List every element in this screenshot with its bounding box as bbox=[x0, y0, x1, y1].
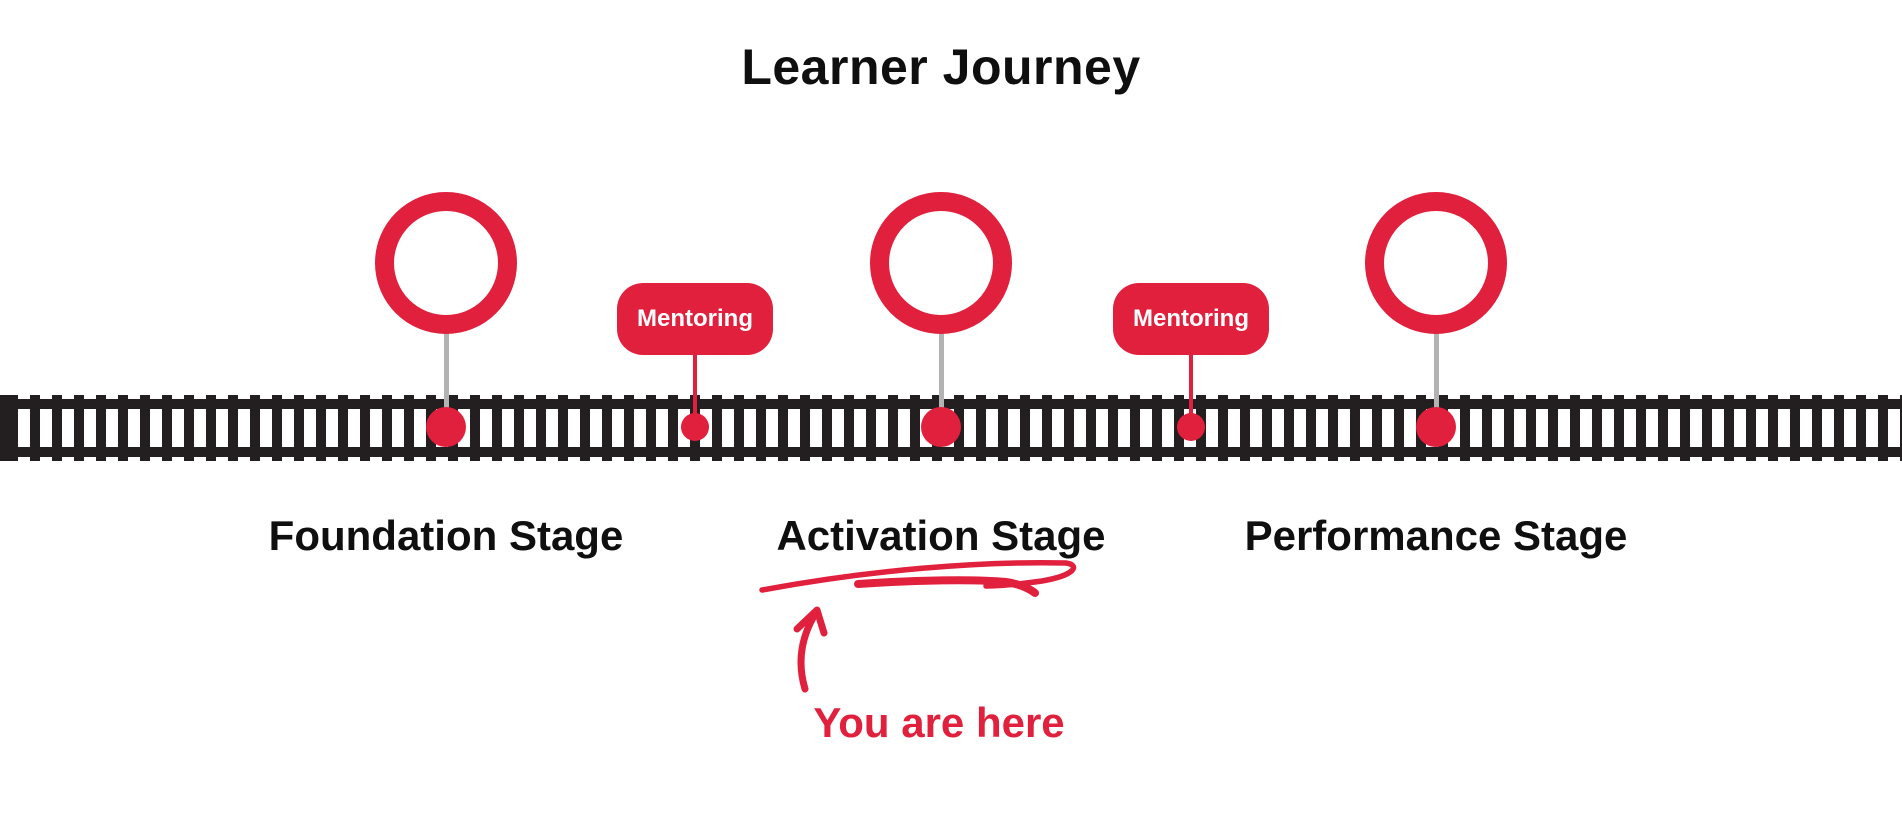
mentoring-badge-label: Mentoring bbox=[1133, 305, 1249, 332]
you-are-here-label: You are here bbox=[813, 699, 1065, 746]
stage-ring-icon bbox=[375, 192, 517, 334]
stage-label-activation: Activation Stage bbox=[776, 512, 1106, 559]
station-stem-line bbox=[444, 332, 449, 428]
stage-label-performance: Performance Stage bbox=[1244, 512, 1628, 559]
arrow-head-icon bbox=[793, 606, 828, 637]
rail-bottom bbox=[0, 447, 1902, 457]
rail-top bbox=[0, 399, 1902, 409]
station-dot-icon bbox=[1416, 407, 1456, 447]
arrow-shaft-icon bbox=[797, 607, 821, 693]
station-dot-icon bbox=[426, 407, 466, 447]
station-dot-icon bbox=[921, 407, 961, 447]
stage-label-foundation: Foundation Stage bbox=[268, 512, 624, 559]
station-stem-line bbox=[939, 332, 944, 428]
mentoring-badge: Mentoring bbox=[617, 283, 773, 355]
underline-scribble-thick bbox=[854, 576, 1039, 597]
railway-track bbox=[0, 395, 1902, 461]
milestone-dot-icon bbox=[681, 413, 709, 441]
stage-ring-icon bbox=[870, 192, 1012, 334]
stage-ring-icon bbox=[1365, 192, 1507, 334]
station-stem-line bbox=[1434, 332, 1439, 428]
mentoring-badge: Mentoring bbox=[1113, 283, 1269, 355]
underline-scribble bbox=[759, 559, 1077, 593]
milestone-dot-icon bbox=[1177, 413, 1205, 441]
badge-connector-line bbox=[1189, 353, 1193, 423]
badge-connector-line bbox=[693, 353, 697, 423]
mentoring-badge-label: Mentoring bbox=[637, 305, 753, 332]
page-title: Learner Journey bbox=[741, 39, 1141, 95]
